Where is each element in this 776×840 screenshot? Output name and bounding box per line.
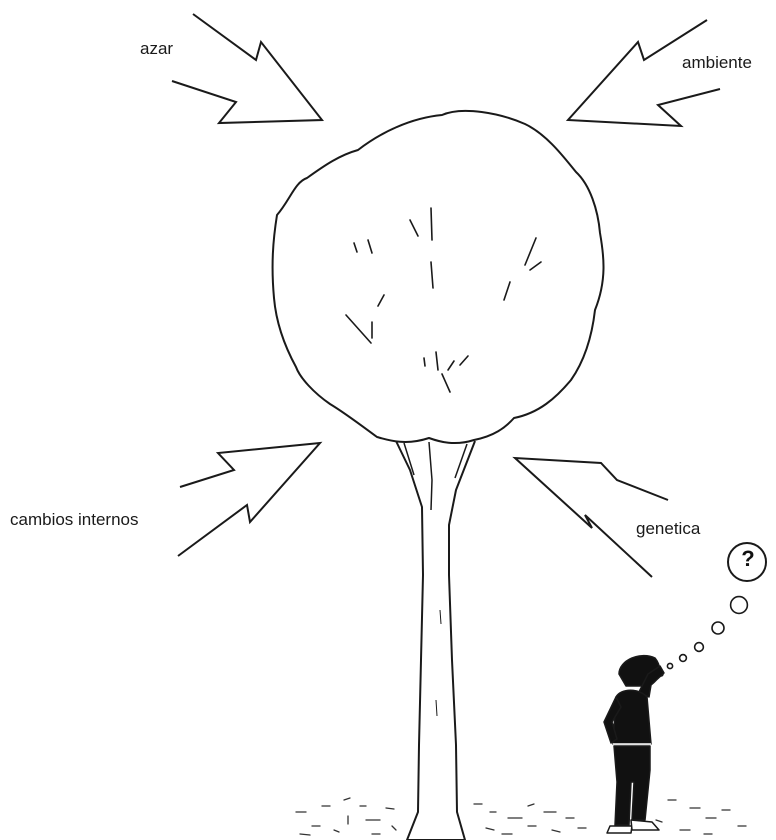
- label-genetica: genetica: [636, 520, 700, 537]
- label-cambios-internos: cambios internos: [10, 511, 139, 528]
- person-figure: [604, 656, 664, 833]
- arrow-cambios-internos: [178, 443, 320, 556]
- label-ambiente: ambiente: [682, 54, 752, 71]
- label-azar: azar: [140, 40, 173, 57]
- arrow-azar: [172, 14, 322, 123]
- tree-trunk: [396, 441, 475, 840]
- arrow-genetica: [515, 458, 668, 577]
- thought-bubbles: [659, 597, 747, 676]
- question-mark-text: ?: [738, 548, 758, 570]
- ground-texture: [296, 798, 746, 835]
- arrow-ambiente: [568, 20, 720, 126]
- tree-crown: [273, 111, 604, 443]
